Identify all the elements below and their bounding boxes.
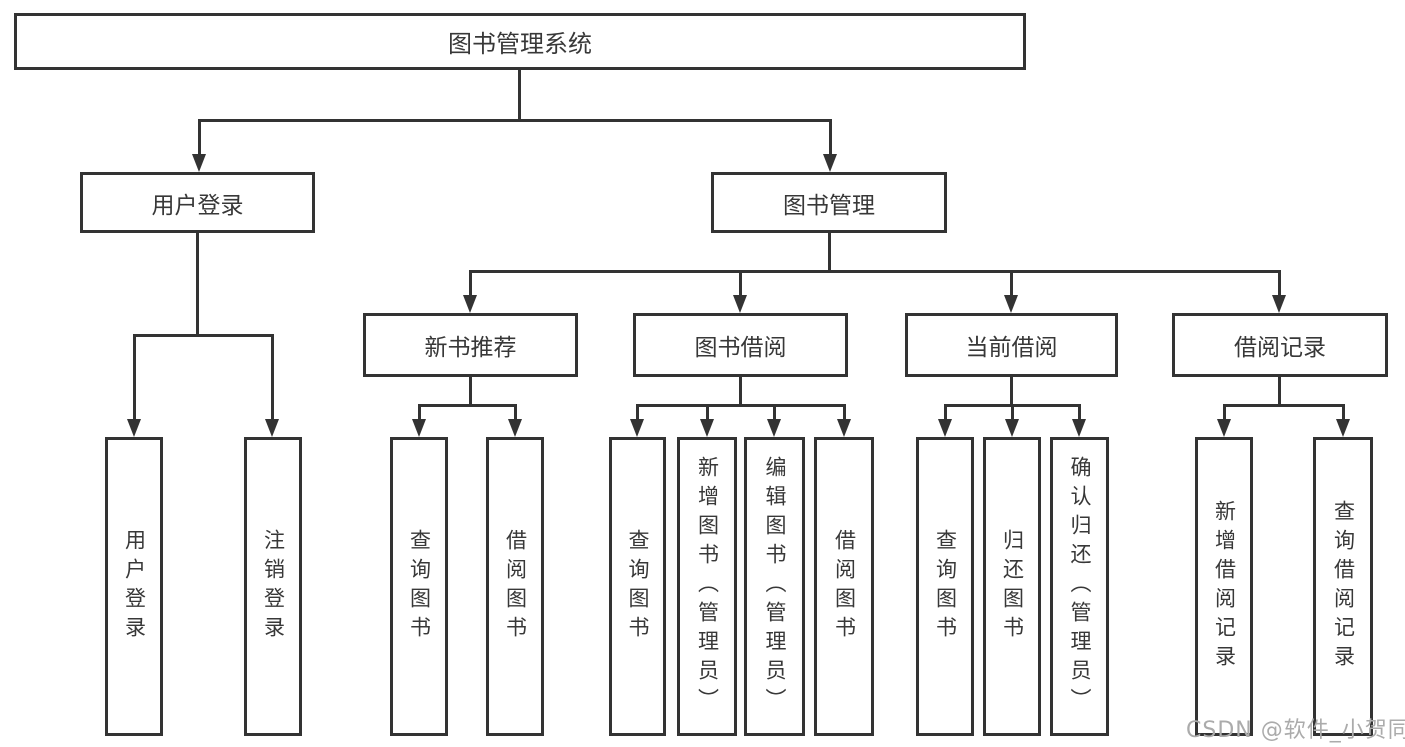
node-query-books: 查询图书 <box>390 437 448 736</box>
arrow-down-icon <box>700 419 714 437</box>
arrow-down-icon <box>1072 419 1086 437</box>
node-return-books: 归还图书 <box>983 437 1041 736</box>
connector-line <box>271 334 274 421</box>
connector-line <box>828 232 831 273</box>
connector-line <box>133 334 136 421</box>
arrow-down-icon <box>1272 295 1286 313</box>
arrow-down-icon <box>412 419 426 437</box>
node-label: 查询图书 <box>407 528 432 645</box>
node-label: 新书推荐 <box>424 335 517 361</box>
node-label: 注销登录 <box>261 528 286 645</box>
connector-line <box>1278 377 1281 407</box>
node-label: 图书管理 <box>783 192 875 219</box>
connector-line <box>196 232 199 336</box>
connector-line <box>198 119 201 156</box>
node-query-borrow-record: 查询借阅记录 <box>1313 437 1373 736</box>
connector-line <box>514 404 517 421</box>
node-query-books: 查询图书 <box>916 437 974 736</box>
connector-line <box>636 404 639 421</box>
arrow-down-icon <box>508 419 522 437</box>
arrow-down-icon <box>733 295 747 313</box>
connector-line <box>773 404 776 421</box>
connector-line <box>418 404 517 407</box>
arrow-down-icon <box>938 419 952 437</box>
node-logout-op: 注销登录 <box>244 437 302 736</box>
connector-line <box>469 377 472 407</box>
watermark: CSDN @软件_小贺同学 <box>1186 718 1405 743</box>
arrow-down-icon <box>1004 295 1018 313</box>
connector-line <box>198 119 832 122</box>
node-label: 查询图书 <box>626 528 650 645</box>
connector-line <box>636 404 845 407</box>
connector-line <box>944 404 947 421</box>
connector-line <box>843 404 846 421</box>
connector-line <box>1342 404 1345 421</box>
node-book-management: 图书管理 <box>711 172 947 233</box>
connector-line <box>1078 404 1081 421</box>
connector-line <box>469 270 472 297</box>
node-label: 查询图书 <box>933 528 958 645</box>
connector-line <box>469 270 1281 273</box>
arrow-down-icon <box>767 419 781 437</box>
connector-line <box>1223 404 1226 421</box>
node-label: 查询借阅记录 <box>1331 499 1356 674</box>
node-label: 当前借阅 <box>965 335 1058 361</box>
connector-line <box>1011 404 1014 421</box>
connector-line <box>739 270 742 297</box>
connector-line <box>1010 377 1013 407</box>
arrow-down-icon <box>1005 419 1019 437</box>
node-confirm-return-admin: 确认归还（管理员） <box>1050 437 1109 736</box>
node-label: 借阅记录 <box>1234 335 1326 361</box>
node-label: 用户登录 <box>122 528 147 645</box>
arrow-down-icon <box>127 419 141 437</box>
arrow-down-icon <box>265 419 279 437</box>
node-label: 归还图书 <box>1000 528 1025 645</box>
connector-line <box>1278 270 1281 297</box>
node-label: 编辑图书（管理员） <box>763 456 787 717</box>
node-edit-books-admin: 编辑图书（管理员） <box>744 437 805 736</box>
node-user-login-op: 用户登录 <box>105 437 163 736</box>
arrow-down-icon <box>630 419 644 437</box>
connector-line <box>739 377 742 407</box>
node-borrow-records: 借阅记录 <box>1172 313 1388 377</box>
node-borrow-books: 借阅图书 <box>814 437 874 736</box>
arrow-down-icon <box>192 154 206 172</box>
node-query-books: 查询图书 <box>609 437 666 736</box>
node-label: 确认归还（管理员） <box>1068 456 1092 717</box>
node-label: 用户登录 <box>151 192 244 219</box>
node-borrow-books: 借阅图书 <box>486 437 544 736</box>
node-add-books-admin: 新增图书（管理员） <box>677 437 737 736</box>
connector-line <box>418 404 421 421</box>
connector-line <box>706 404 709 421</box>
node-label: 新增图书（管理员） <box>695 456 720 717</box>
node-library-system: 图书管理系统 <box>14 13 1026 70</box>
node-user-login: 用户登录 <box>80 172 315 233</box>
node-new-book-recommend: 新书推荐 <box>363 313 578 377</box>
connector-line <box>1223 404 1344 407</box>
connector-line <box>1010 270 1013 297</box>
node-book-borrow: 图书借阅 <box>633 313 848 377</box>
arrow-down-icon <box>463 295 477 313</box>
node-label: 新增借阅记录 <box>1212 499 1237 674</box>
arrow-down-icon <box>823 154 837 172</box>
connector-line <box>829 119 832 156</box>
connector-line <box>133 334 274 337</box>
node-add-borrow-record: 新增借阅记录 <box>1195 437 1253 736</box>
node-label: 借阅图书 <box>832 528 857 645</box>
arrow-down-icon <box>1217 419 1231 437</box>
node-label: 图书管理系统 <box>448 30 592 58</box>
node-label: 图书借阅 <box>694 335 787 361</box>
node-current-borrow: 当前借阅 <box>905 313 1118 377</box>
arrow-down-icon <box>1336 419 1350 437</box>
connector-line <box>518 70 521 120</box>
node-label: 借阅图书 <box>503 528 528 645</box>
arrow-down-icon <box>837 419 851 437</box>
